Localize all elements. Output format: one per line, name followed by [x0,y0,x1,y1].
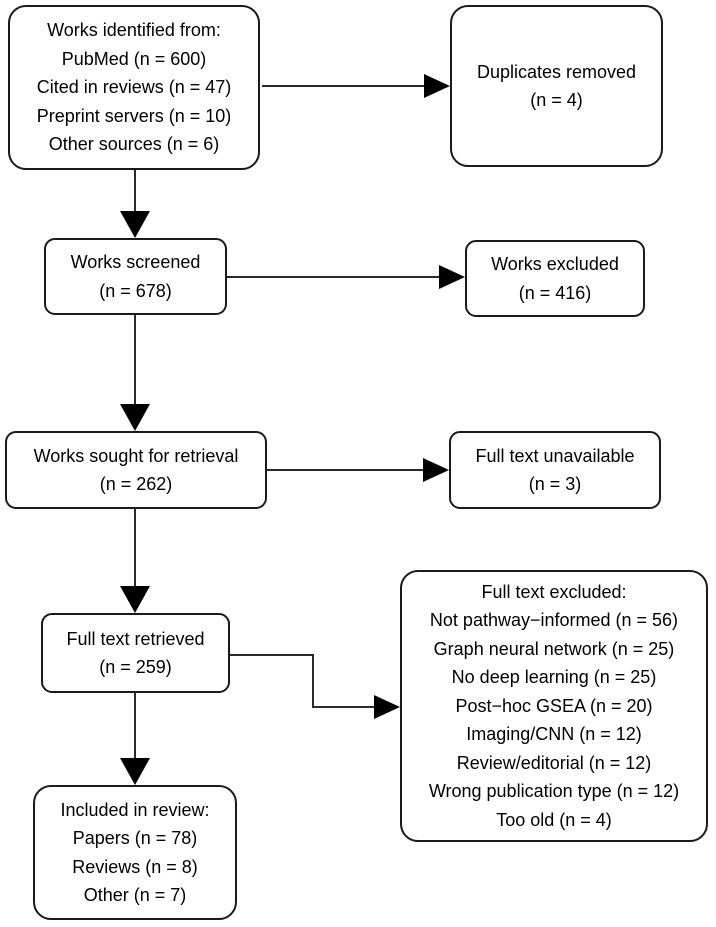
box-line: PubMed (n = 600) [61,48,207,69]
box-line: (n = 416) [518,282,592,303]
box-line: Graph neural network (n = 25) [433,638,675,659]
box-line: Post−hoc GSEA (n = 20) [455,695,653,716]
box-line: Full text excluded: [481,581,627,602]
box-line: Preprint servers (n = 10) [36,105,232,126]
arrowhead-right-icon [424,74,450,98]
box-included-in-review: Included in review: Papers (n = 78) Revi… [33,785,237,920]
box-line: No deep learning (n = 25) [451,667,657,688]
box-line: Full text retrieved [66,628,205,649]
box-line: Not pathway−informed (n = 56) [429,610,679,631]
box-line: (n = 3) [528,474,582,494]
box-works-excluded: Works excluded (n = 416) [465,240,645,317]
box-works-identified: Works identified from: PubMed (n = 600) … [8,5,260,170]
box-fulltext-retrieved: Full text retrieved (n = 259) [41,613,230,693]
box-line: Papers (n = 78) [72,828,198,848]
box-line: Works identified from: [47,20,221,41]
box-line: Review/editorial (n = 12) [456,752,652,773]
box-duplicates-removed: Duplicates removed (n = 4) [450,5,663,167]
connector-retrieved-ftexcluded [230,654,378,708]
arrowhead-down-icon [120,211,150,238]
box-line: (n = 259) [99,657,172,677]
arrowhead-right-icon [423,458,449,482]
box-line: Works screened [70,252,201,272]
box-line: Imaging/CNN (n = 12) [466,724,642,745]
box-line: Wrong publication type (n = 12) [428,781,680,802]
box-line: Works excluded [491,254,619,274]
arrowhead-down-icon [120,758,150,785]
box-fulltext-unavailable: Full text unavailable (n = 3) [449,431,661,509]
box-line: (n = 4) [530,90,583,110]
box-line: Reviews (n = 8) [72,856,198,877]
box-line: Works sought for retrieval [33,445,239,466]
box-line: Other sources (n = 6) [48,134,220,155]
box-line: Cited in reviews (n = 47) [36,77,232,98]
box-line: Other (n = 7) [83,885,187,905]
arrowhead-right-icon [374,695,400,719]
box-line: (n = 678) [99,280,172,301]
arrowhead-right-icon [439,265,465,289]
box-works-screened: Works screened (n = 678) [44,238,227,315]
arrowhead-down-icon [120,586,150,613]
box-line: Duplicates removed [476,61,637,82]
box-line: Included in review: [60,799,210,820]
arrowhead-down-icon [120,404,150,431]
box-line: (n = 262) [99,474,173,494]
box-line: Too old (n = 4) [496,809,612,830]
box-fulltext-excluded: Full text excluded: Not pathway−informed… [400,570,708,842]
box-line: Full text unavailable [475,445,635,466]
box-works-sought: Works sought for retrieval (n = 262) [5,431,267,509]
